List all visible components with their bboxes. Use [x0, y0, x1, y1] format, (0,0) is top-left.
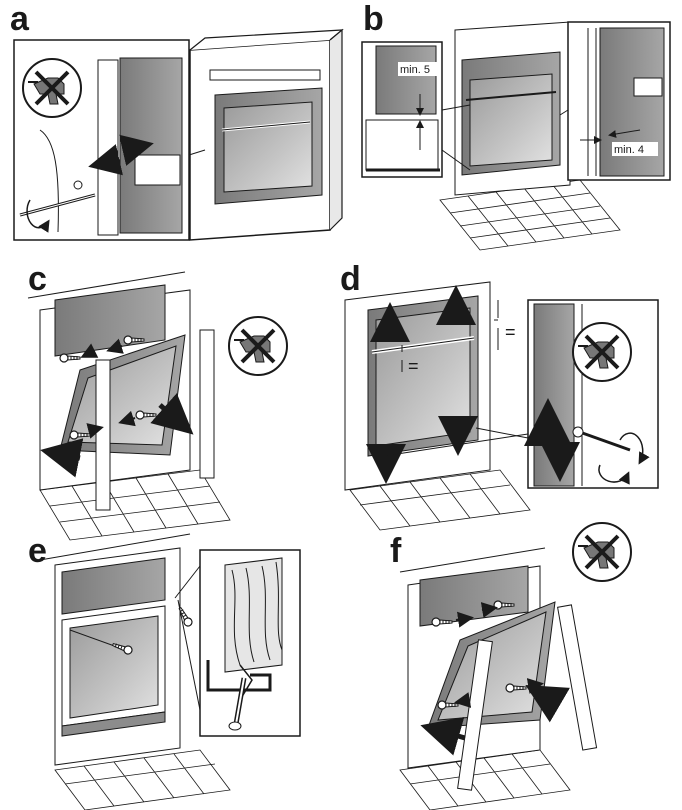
panel-f — [399, 521, 633, 810]
panel-e — [39, 533, 301, 810]
no-drill-icon — [21, 57, 83, 119]
panel-a — [13, 28, 344, 241]
panel-d: = = — [344, 281, 659, 531]
step-letter-b: b — [363, 0, 384, 38]
equal-mark-2: = — [505, 322, 516, 342]
panel-a-oven — [189, 28, 344, 241]
min-side-label: min. 4 — [614, 144, 644, 156]
step-letter-d: d — [340, 260, 361, 298]
step-letter-c: c — [28, 260, 47, 298]
no-drill-icon — [571, 521, 633, 583]
step-letter-a: a — [10, 0, 29, 38]
min-top-label: min. 5 — [400, 64, 430, 76]
no-drill-icon — [227, 315, 289, 377]
equal-mark-1: = — [408, 356, 419, 376]
panel-d-floor — [349, 469, 531, 531]
step-letter-f: f — [390, 532, 402, 570]
panel-e-floor — [54, 749, 231, 810]
panel-b: min. 5 min. 4 — [361, 21, 671, 251]
no-drill-icon — [571, 321, 633, 383]
panel-c — [27, 271, 289, 541]
